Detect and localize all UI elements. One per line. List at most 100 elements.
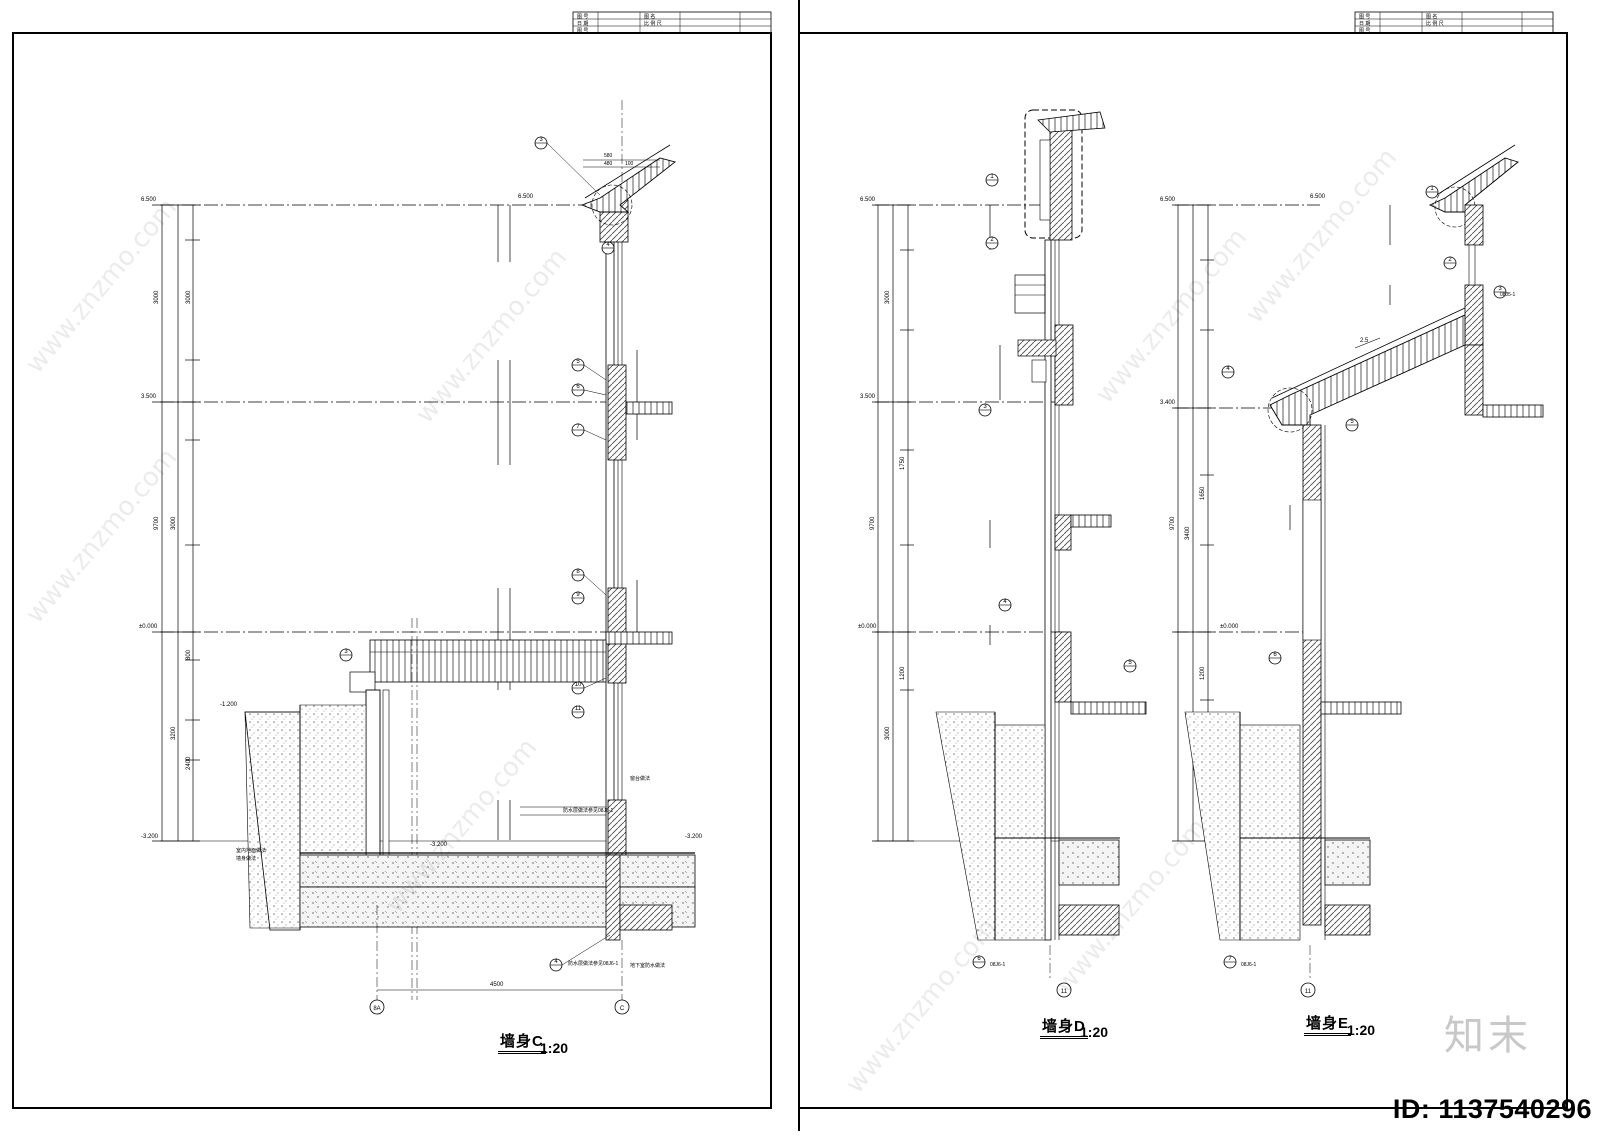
- svg-text:08J6-1: 08J6-1: [990, 962, 1006, 968]
- level-label: 6.500: [1160, 197, 1176, 203]
- svg-text:日 期: 日 期: [577, 21, 588, 27]
- level-label: 6.500: [518, 194, 534, 200]
- svg-text:窗台做法: 窗台做法: [630, 775, 650, 782]
- drawing-sheet-right: 图 号 图 名 日 期 比 例 尺 图 号: [796, 0, 1600, 1131]
- detail-ref-bubble: 10: [571, 681, 585, 695]
- svg-text:图 号: 图 号: [1359, 28, 1370, 34]
- level-label: ±0.000: [139, 624, 158, 630]
- detail-ref-bubble: 5: [1123, 659, 1137, 673]
- svg-text:9700: 9700: [154, 516, 160, 530]
- svg-text:4: 4: [1003, 599, 1007, 605]
- svg-text:2400: 2400: [186, 756, 192, 770]
- svg-text:9700: 9700: [1170, 516, 1176, 530]
- light-well-cover: [349, 618, 607, 1000]
- svg-text:800: 800: [186, 649, 192, 660]
- svg-text:4: 4: [554, 959, 558, 965]
- leader-lines: [520, 142, 611, 966]
- level-label: ±0.000: [1220, 624, 1239, 630]
- detail-ref-bubble: 4: [549, 958, 563, 972]
- svg-text:8: 8: [576, 569, 580, 575]
- dimension-labels: 3000 9700 3000 3200 2400 800 3000: [154, 290, 192, 770]
- svg-text:11: 11: [1305, 989, 1312, 995]
- brand-watermark: 知末: [1444, 1013, 1532, 1059]
- svg-text:4: 4: [606, 242, 610, 248]
- svg-text:3000: 3000: [154, 290, 160, 304]
- detail-ref-bubble: 4: [1221, 365, 1235, 379]
- svg-text:7: 7: [1228, 956, 1232, 962]
- detail-ref-bubble: 8: [571, 568, 585, 582]
- drawing-title: 墙身D: [1040, 1015, 1088, 1039]
- svg-text:3000: 3000: [186, 290, 192, 304]
- grid-axis-bubble: [614, 999, 630, 1015]
- detail-ref-bubble: 4: [998, 598, 1012, 612]
- svg-text:3000: 3000: [171, 516, 177, 530]
- svg-text:3: 3: [539, 137, 543, 143]
- svg-text:2: 2: [990, 237, 994, 243]
- svg-text:2.5: 2.5: [1360, 338, 1369, 344]
- svg-text:C: C: [620, 1006, 625, 1012]
- detail-ref-bubble: 6: [571, 383, 585, 397]
- floor-slabs: [605, 401, 673, 645]
- level-label: 3.500: [141, 394, 157, 400]
- detail-ref-bubble: 6: [972, 955, 986, 969]
- svg-text:图 名: 图 名: [644, 13, 655, 20]
- svg-text:3: 3: [344, 649, 348, 655]
- svg-text:11: 11: [1061, 989, 1068, 995]
- svg-text:1: 1: [990, 174, 994, 180]
- detail-ref-bubble: 11: [571, 705, 585, 719]
- dimension-chains: [152, 204, 638, 842]
- detail-ref-bubble: 5: [1345, 418, 1359, 432]
- svg-text:1650: 1650: [1200, 486, 1206, 500]
- level-label: -3.200: [430, 842, 448, 848]
- svg-text:6: 6: [1273, 652, 1277, 658]
- svg-text:比 例 尺: 比 例 尺: [644, 20, 662, 27]
- svg-text:9: 9: [576, 592, 580, 598]
- svg-text:图 名: 图 名: [1426, 13, 1437, 20]
- svg-text:3: 3: [983, 404, 987, 410]
- image-id-label: ID: 1137540296: [1392, 1094, 1592, 1124]
- detail-ref-bubble: 6: [1268, 651, 1282, 665]
- svg-text:480: 480: [604, 161, 613, 167]
- detail-ref-bubble: 7: [571, 423, 585, 437]
- drawing-title: 墙身E: [1304, 1012, 1352, 1036]
- svg-text:3400: 3400: [1185, 526, 1191, 540]
- detail-ref-bubble: 3: [534, 136, 548, 150]
- foundation: [299, 852, 696, 941]
- drawing-sheet-left: 图 号 图 名 日 期 比 例 尺 图 号 6.500 3.500 ±0.000…: [0, 0, 800, 1131]
- detail-references: 3 4 5 6 7 8 9 10 11 3 4: [339, 136, 615, 972]
- level-label: 6.500: [860, 197, 876, 203]
- detail-ref-bubble: 4: [601, 241, 615, 255]
- wall-section-c-drawing: 图 号 图 名 日 期 比 例 尺 图 号 6.500 3.500 ±0.000…: [12, 11, 772, 1109]
- drawing-scale: 1:20: [540, 1040, 569, 1056]
- grid-axis-bubble: [1300, 982, 1316, 998]
- exterior-wall: [599, 100, 629, 856]
- detail-ref-bubble: 1: [985, 173, 999, 187]
- level-label: ±0.000: [858, 624, 877, 630]
- svg-text:8A: 8A: [373, 1006, 380, 1012]
- svg-text:日 期: 日 期: [1359, 21, 1370, 27]
- detail-ref-bubble: 3: [1493, 285, 1507, 299]
- svg-text:10: 10: [575, 682, 582, 688]
- svg-text:5: 5: [576, 359, 580, 365]
- svg-text:1200: 1200: [1200, 666, 1206, 680]
- svg-text:地下室防水做法: 地下室防水做法: [630, 962, 665, 969]
- svg-text:08J5-1: 08J5-1: [1500, 292, 1516, 298]
- svg-text:580: 580: [604, 153, 613, 159]
- svg-text:3000: 3000: [885, 726, 891, 740]
- svg-text:1200: 1200: [900, 666, 906, 680]
- level-label: -1.200: [220, 702, 238, 708]
- sheet-frame: [12, 32, 772, 1109]
- grid-axis-bubble: [369, 999, 385, 1015]
- svg-text:6: 6: [576, 384, 580, 390]
- svg-text:5: 5: [1350, 419, 1354, 425]
- level-labels: 6.500 3.500 ±0.000 -1.200 -3.200 6.500 -…: [139, 194, 703, 848]
- svg-text:9700: 9700: [870, 516, 876, 530]
- svg-text:6: 6: [977, 956, 981, 962]
- svg-text:4: 4: [1226, 366, 1230, 372]
- sheet-divider: [798, 0, 801, 1131]
- grid-axis-bubble: [1056, 982, 1072, 998]
- detail-ref-bubble: 5: [571, 358, 585, 372]
- svg-text:1750: 1750: [900, 456, 906, 470]
- svg-text:防水层做法参见08J6-1: 防水层做法参见08J6-1: [568, 960, 619, 967]
- svg-text:图 号: 图 号: [577, 14, 588, 20]
